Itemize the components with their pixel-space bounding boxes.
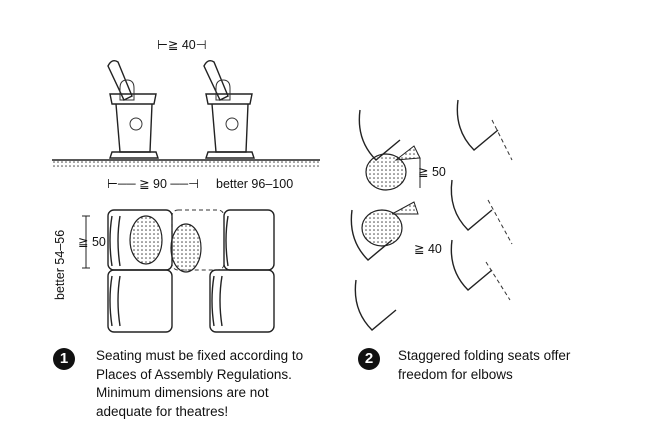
seat-side-view [203,59,255,159]
figure-number-badge: 1 [53,348,75,370]
dimension-label: better 96–100 [216,177,293,191]
staggered-seats: ≧ 50 ≧ 40 [350,99,513,331]
dimension-label: ⊢≧ 40⊣ [157,38,207,52]
caption-line: Staggered folding seats offer [398,348,571,363]
figure-number-badge: 2 [358,348,380,370]
dimension-label: ≧ 50 [78,235,106,249]
figure-caption: Seating must be fixed according to Place… [96,347,303,421]
caption-line: freedom for elbows [398,366,513,382]
dimension-label: ≧ 40 [414,242,442,256]
caption-line: Places of Assembly Regulations. [96,366,292,382]
figure-caption: Staggered folding seats offer freedom fo… [398,347,570,384]
seat-elevation: ⊢≧ 40⊣ ⊢── ≧ 90 ──⊣ better 96–100 [52,38,320,191]
caption-line: Seating must be fixed according to [96,348,304,363]
seat-side-view [107,59,159,159]
dimension-label: ≧ 50 [418,165,446,179]
seat-plan: ≧ 50 better 54–56 [53,209,275,333]
caption-line: Minimum dimensions are not [96,385,269,400]
caption-line: adequate for theatres! [96,403,229,419]
dimension-label: ⊢── ≧ 90 ──⊣ [107,177,199,191]
dimension-label: better 54–56 [53,230,67,300]
